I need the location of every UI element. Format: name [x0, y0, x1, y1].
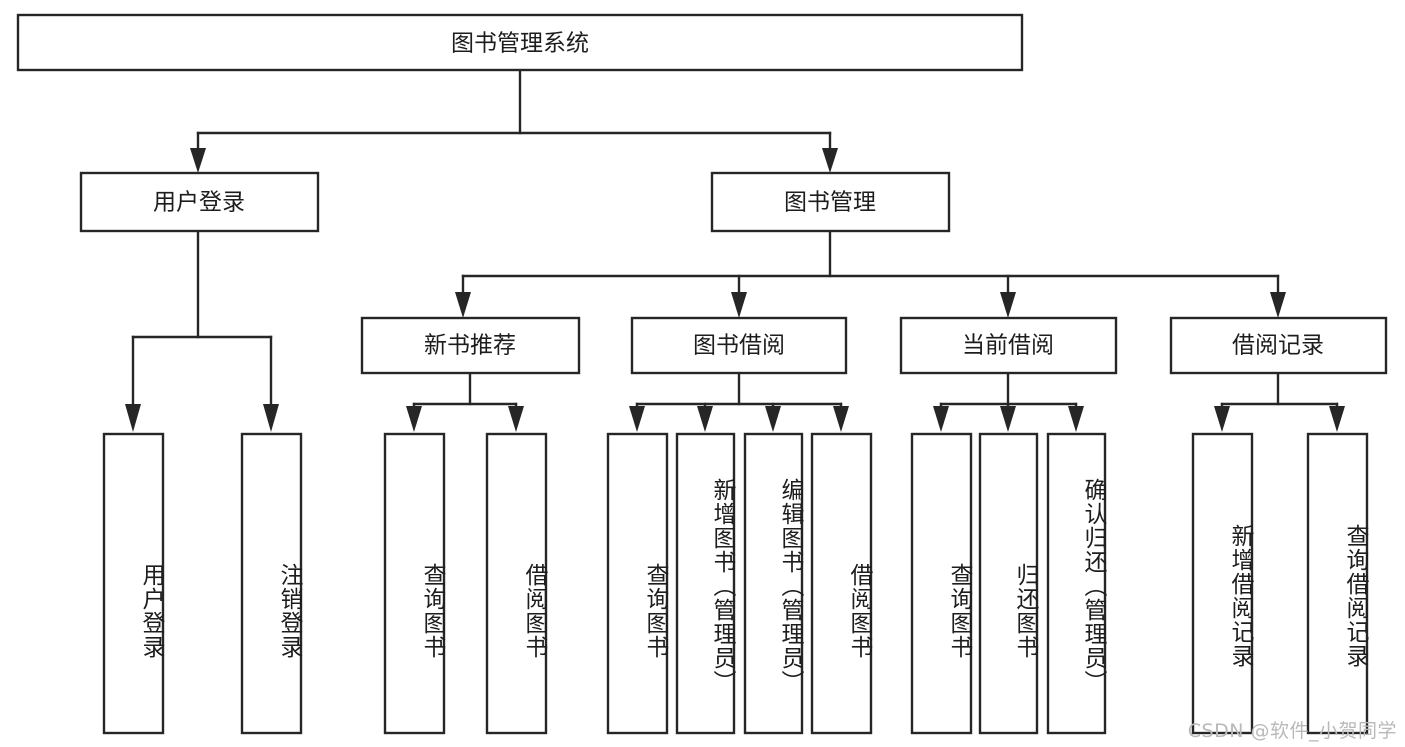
node-box-new-book-recommend[interactable] — [360, 316, 581, 375]
arrow-head-leaf-query-book-2 — [629, 406, 645, 432]
arrow-head-current-borrow — [1000, 292, 1016, 318]
node-box-leaf-confirm-return[interactable] — [1046, 432, 1107, 735]
node-box-leaf-edit-book[interactable] — [743, 432, 804, 735]
node-box-root[interactable] — [16, 13, 1024, 72]
arrow-head-leaf-user-login — [125, 404, 141, 432]
arrow-head-leaf-user-logout — [263, 404, 279, 432]
node-box-book-borrow[interactable] — [630, 316, 848, 375]
node-box-leaf-return-book[interactable] — [978, 432, 1039, 735]
arrow-head-leaf-query-book-1 — [406, 406, 422, 432]
arrow-head-book-borrow — [731, 292, 747, 318]
csdn-watermark: CSDN @软件_小贺同学 — [1187, 720, 1397, 742]
connector-group-borrow-record — [1214, 371, 1345, 432]
node-box-leaf-add-record[interactable] — [1191, 432, 1254, 735]
arrow-head-leaf-add-record — [1214, 406, 1230, 432]
node-box-book-manage[interactable] — [710, 171, 951, 233]
arrow-head-borrow-record — [1270, 292, 1286, 318]
node-label-borrow-record: 借阅记录 — [1232, 333, 1324, 359]
node-box-user-login[interactable] — [79, 171, 320, 233]
node-label-book-manage: 图书管理 — [784, 190, 876, 216]
arrow-head-leaf-add-book — [697, 406, 713, 432]
connector-group-user-login — [125, 229, 279, 432]
node-label-root: 图书管理系统 — [451, 31, 589, 57]
arrow-head-leaf-edit-book — [765, 406, 781, 432]
node-label-current-borrow: 当前借阅 — [962, 333, 1054, 359]
arrow-head-new-book-recommend — [455, 292, 471, 318]
node-box-leaf-user-login[interactable] — [102, 432, 165, 735]
node-box-leaf-user-logout[interactable] — [240, 432, 303, 735]
arrow-head-leaf-confirm-return — [1068, 406, 1084, 432]
node-box-leaf-borrow-book-2[interactable] — [810, 432, 873, 735]
arrow-head-book-manage — [822, 148, 838, 173]
node-label-new-book-recommend: 新书推荐 — [424, 333, 516, 359]
arrow-head-leaf-borrow-book-1 — [508, 406, 524, 432]
connector-group-new-book-recommend — [406, 371, 524, 432]
node-box-leaf-add-book[interactable] — [675, 432, 736, 735]
arrow-head-user-login — [190, 148, 206, 173]
node-label-user-login: 用户登录 — [153, 190, 245, 216]
connector-group-book-manage — [455, 229, 1286, 318]
node-box-leaf-query-record[interactable] — [1306, 432, 1369, 735]
arrow-head-leaf-return-book — [1000, 406, 1016, 432]
arrow-head-leaf-query-record — [1329, 406, 1345, 432]
node-label-book-borrow: 图书借阅 — [693, 333, 785, 359]
node-box-current-borrow[interactable] — [899, 316, 1118, 375]
arrow-head-leaf-borrow-book-2 — [833, 406, 849, 432]
node-box-leaf-query-book-2[interactable] — [606, 432, 669, 735]
node-box-leaf-query-book-1[interactable] — [383, 432, 446, 735]
connector-group-current-borrow — [933, 371, 1084, 432]
connector-group-root — [190, 68, 838, 173]
node-box-leaf-query-book-3[interactable] — [910, 432, 973, 735]
node-box-borrow-record[interactable] — [1169, 316, 1388, 375]
arrow-head-leaf-query-book-3 — [933, 406, 949, 432]
connector-group-book-borrow — [629, 371, 849, 432]
node-box-leaf-borrow-book-1[interactable] — [485, 432, 548, 735]
